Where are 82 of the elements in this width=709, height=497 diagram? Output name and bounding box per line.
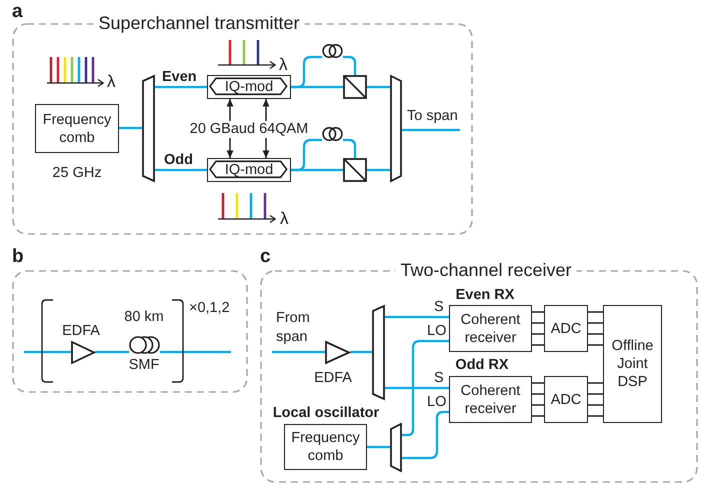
connector-line bbox=[588, 382, 603, 384]
edge-label: Even bbox=[162, 69, 197, 86]
connector-line bbox=[532, 382, 544, 384]
edge-label: To span bbox=[407, 108, 458, 125]
edge-label: From span bbox=[276, 309, 312, 347]
multiplexer bbox=[390, 75, 402, 182]
panel-letter: c bbox=[260, 246, 271, 268]
connector-line bbox=[367, 86, 390, 88]
edge-label: S bbox=[434, 299, 444, 316]
adc-box: ADC bbox=[544, 305, 588, 352]
arrow bbox=[262, 138, 270, 158]
beam-splitter-cube bbox=[343, 75, 367, 99]
fiber-coil-icon bbox=[322, 44, 343, 58]
connector-line bbox=[402, 340, 449, 436]
receiver-box: Coherent receiver bbox=[449, 305, 532, 352]
connector-line bbox=[343, 138, 356, 158]
connector-line bbox=[532, 322, 544, 324]
connector-line bbox=[24, 350, 71, 354]
arrow bbox=[226, 138, 234, 158]
beam-splitter-cube bbox=[343, 158, 367, 182]
fiber-type-label: SMF bbox=[128, 357, 160, 374]
connector-line bbox=[588, 404, 603, 406]
connector-line bbox=[588, 344, 603, 346]
fiber-coil-icon bbox=[322, 127, 343, 141]
panel-letter: a bbox=[12, 1, 23, 23]
arrow bbox=[262, 99, 270, 121]
receiver-box: Coherent receiver bbox=[449, 376, 532, 423]
connector-line bbox=[402, 410, 449, 460]
adc-box: ADC bbox=[544, 376, 588, 423]
connector-line bbox=[343, 56, 356, 75]
connector-line bbox=[532, 333, 544, 335]
spacing-label: 25 GHz bbox=[52, 165, 102, 182]
edge-label: LO bbox=[427, 394, 446, 411]
connector-line bbox=[532, 311, 544, 313]
connector-line bbox=[350, 350, 372, 354]
comb-box: Frequency comb bbox=[284, 424, 367, 470]
connector-line bbox=[385, 386, 449, 390]
comb-box: Frequency comb bbox=[35, 104, 119, 153]
arrow bbox=[226, 99, 234, 121]
panel-letter: b bbox=[12, 246, 24, 268]
demultiplexer bbox=[142, 75, 155, 182]
component-label: EDFA bbox=[62, 323, 100, 340]
connector-line bbox=[155, 168, 207, 172]
modulator-box: IQ-mod bbox=[207, 158, 291, 182]
connector-line bbox=[532, 415, 544, 417]
edge-label: S bbox=[434, 370, 444, 387]
connector-line bbox=[367, 168, 390, 172]
block-heading: Even RX bbox=[456, 287, 514, 304]
connector-line bbox=[532, 344, 544, 346]
connector-line bbox=[291, 168, 343, 172]
connector-line bbox=[367, 446, 390, 448]
axis-label: λ bbox=[107, 72, 116, 92]
connector-line bbox=[160, 350, 231, 354]
connector-line bbox=[291, 86, 343, 88]
connector-line bbox=[588, 311, 603, 313]
connector-line bbox=[532, 404, 544, 406]
connector-line bbox=[588, 333, 603, 335]
repeat-label: ×0,1,2 bbox=[189, 300, 230, 317]
dashed-panel bbox=[12, 270, 248, 393]
dsp-box: Offline Joint DSP bbox=[603, 305, 662, 423]
connector-line bbox=[588, 393, 603, 395]
modulator-box: IQ-mod bbox=[207, 75, 291, 99]
connector-line bbox=[155, 86, 207, 88]
block-heading: Local oscillator bbox=[272, 405, 380, 422]
edge-label: Odd bbox=[164, 152, 193, 169]
modulation-label: 20 GBaud 64QAM bbox=[188, 121, 310, 138]
edge-label: LO bbox=[427, 323, 446, 340]
demultiplexer bbox=[372, 305, 385, 400]
axis-label: λ bbox=[280, 209, 288, 229]
axis-label: λ bbox=[279, 55, 288, 75]
connector-line bbox=[588, 322, 603, 324]
connector-line bbox=[272, 350, 325, 354]
component-label: EDFA bbox=[314, 370, 352, 387]
length-label: 80 km bbox=[124, 309, 164, 326]
splitter bbox=[390, 423, 402, 472]
connector-line bbox=[385, 316, 449, 318]
connector-line bbox=[588, 415, 603, 417]
connector-line bbox=[119, 126, 142, 130]
connector-line bbox=[95, 350, 129, 354]
block-heading: Odd RX bbox=[455, 357, 509, 374]
connector-line bbox=[402, 128, 460, 132]
connector-line bbox=[532, 393, 544, 395]
